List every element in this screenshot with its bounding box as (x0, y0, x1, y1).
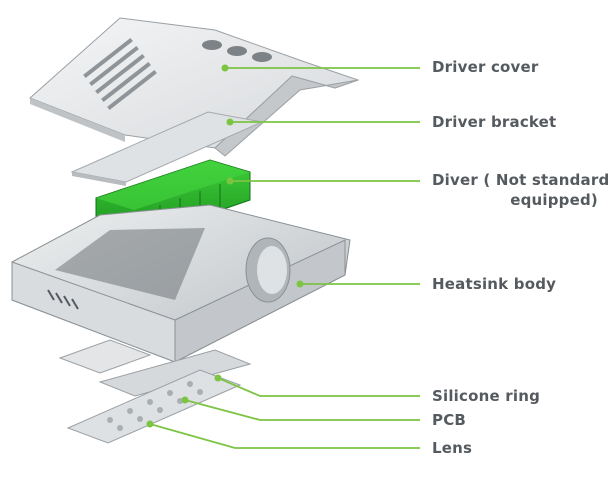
heatsink-body-part (11, 204, 351, 363)
lens-part (66, 369, 242, 444)
leader-pcb (184, 399, 420, 421)
leader-silicone-ring (217, 377, 420, 397)
label-driver-bracket: Driver bracket (432, 113, 557, 131)
label-heatsink-body: Heatsink body (432, 275, 557, 293)
label-pcb: PCB (432, 411, 467, 429)
label-driver-line1: Diver ( Not standard (432, 171, 608, 189)
label-driver-cover: Driver cover (432, 58, 539, 76)
driver-cover-part (29, 17, 360, 157)
leader-lines (146, 64, 420, 449)
label-lens: Lens (432, 439, 473, 457)
label-driver-line2: equipped) (510, 191, 598, 209)
leader-lens (149, 423, 420, 449)
silicone-ring-part (58, 339, 152, 374)
label-silicone-ring: Silicone ring (432, 387, 541, 405)
pcb-part (98, 349, 252, 397)
